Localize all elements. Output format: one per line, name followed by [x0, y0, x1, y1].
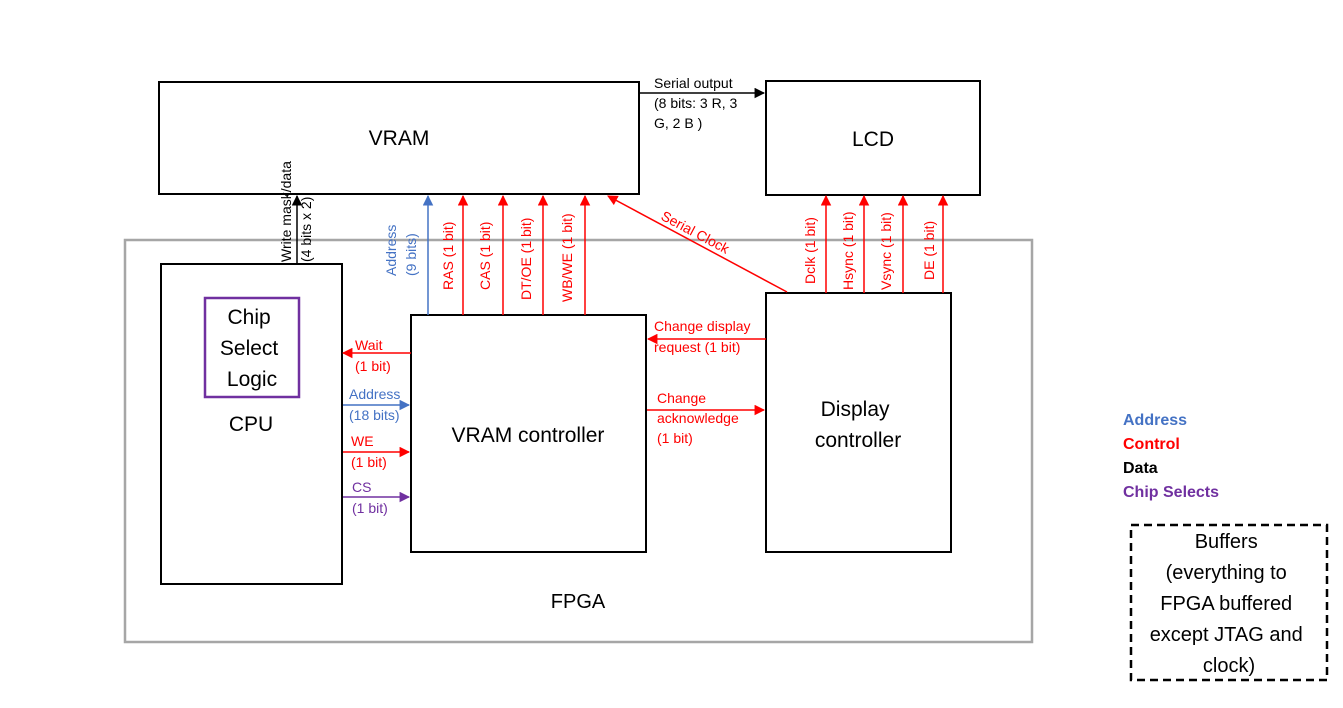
- display-controller-label: Display controller: [815, 398, 901, 452]
- write-mask-label: Write mask/data (4 bits x 2): [278, 157, 314, 262]
- change-acknowledge-label: Change acknowledge (1 bit): [657, 390, 743, 446]
- fpga-boundary: [123, 238, 1034, 644]
- vram-block: [158, 81, 640, 195]
- fpga-label: FPGA: [551, 591, 606, 613]
- vsync-label: Vsync (1 bit): [878, 212, 894, 290]
- cpu-label: CPU: [229, 413, 273, 436]
- cs-label: CS (1 bit): [352, 479, 388, 516]
- wait-label: Wait (1 bit): [355, 337, 391, 374]
- buffers-box: [1129, 523, 1329, 682]
- legend-control: Control: [1123, 436, 1180, 453]
- lcd-label: LCD: [852, 128, 894, 151]
- buffers-note: Buffers (everything to FPGA buffered exc…: [1150, 531, 1309, 677]
- chip-select-logic-block: [203, 296, 301, 399]
- lcd-block: [765, 80, 981, 196]
- vram-label: VRAM: [369, 127, 430, 150]
- chip-select-logic-label: Chip Select Logic: [220, 306, 284, 391]
- serial-clock-label: Serial Clock: [659, 208, 733, 258]
- serial-clock-arrow: [607, 195, 788, 293]
- vram-address-label: Address (9 bits): [383, 221, 419, 276]
- cas-label: CAS (1 bit): [477, 222, 493, 290]
- dt-oe-label: DT/OE (1 bit): [518, 218, 534, 300]
- legend: Address Control Data Chip Selects: [1123, 412, 1219, 501]
- we-label: WE (1 bit): [351, 433, 387, 470]
- wb-we-label: WB/WE (1 bit): [559, 213, 575, 302]
- de-label: DE (1 bit): [921, 221, 937, 280]
- display-controller-block: [765, 292, 952, 553]
- serial-output-label: Serial output (8 bits: 3 R, 3 G, 2 B ): [654, 75, 741, 131]
- legend-data: Data: [1123, 460, 1158, 477]
- ras-label: RAS (1 bit): [440, 222, 456, 290]
- change-display-request-label: Change display request (1 bit): [654, 318, 754, 355]
- vram-controller-block: [410, 314, 647, 553]
- cpu-address-label: Address (18 bits): [349, 386, 404, 423]
- hsync-label: Hsync (1 bit): [840, 211, 856, 290]
- legend-address: Address: [1123, 412, 1187, 429]
- dclk-label: Dclk (1 bit): [802, 217, 818, 284]
- vram-controller-label: VRAM controller: [452, 424, 605, 447]
- legend-chip-selects: Chip Selects: [1123, 484, 1219, 501]
